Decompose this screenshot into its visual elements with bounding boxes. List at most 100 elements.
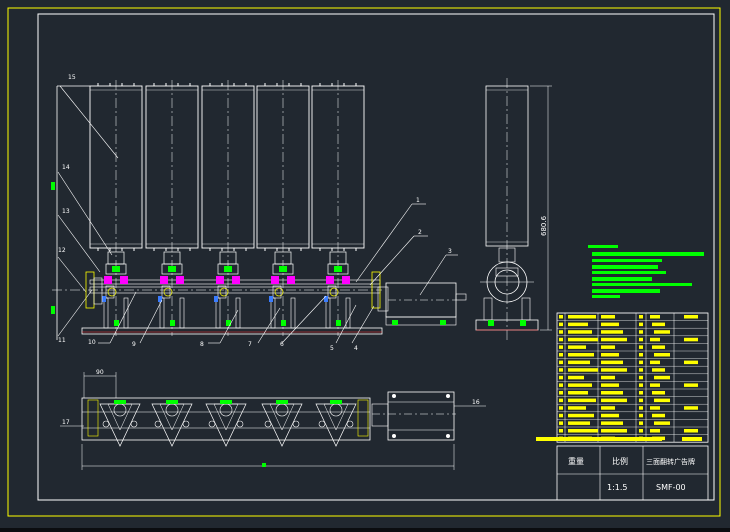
panel-3 [201, 80, 255, 336]
bom-qty-9 [639, 383, 643, 387]
bom-name-6 [601, 360, 623, 365]
inner-border [37, 13, 715, 501]
bom-code-2 [568, 330, 592, 334]
panel-4 [256, 80, 310, 336]
bom-no-10 [559, 391, 563, 395]
bom-name-1 [601, 322, 619, 327]
bom-qty-7 [639, 368, 643, 372]
bom-code-11 [568, 398, 596, 403]
bom-no-7 [559, 368, 563, 372]
bom-qty-11 [639, 398, 643, 403]
bom-note-15 [684, 429, 698, 433]
bom-name-12 [601, 406, 615, 410]
bom-no-11 [559, 398, 563, 403]
bom-mat-14 [654, 421, 670, 425]
plan-unit-2 [151, 400, 193, 447]
drawing-name: 三面翻转广告牌 [646, 457, 695, 466]
balloon-5: 5 [330, 345, 334, 352]
gear-units [102, 251, 351, 329]
scale-label: 比例 [612, 456, 628, 466]
bom-qty-4 [639, 345, 643, 349]
balloon-17: 17 [62, 419, 70, 426]
balloon-6: 6 [280, 341, 284, 348]
bom-mat-8 [654, 375, 670, 380]
bom-qty-3 [639, 337, 643, 342]
bom-mat-6 [650, 360, 660, 365]
bom-name-3 [601, 337, 627, 342]
balloon-7: 7 [248, 341, 252, 348]
bom-mat-12 [650, 406, 660, 410]
bom-header-bar-2 [682, 437, 702, 441]
bom-code-6 [568, 360, 590, 365]
bom-no-14 [559, 421, 563, 425]
bom-note-0 [684, 315, 698, 319]
bom-name-9 [601, 383, 619, 387]
plan-unit-3 [205, 400, 247, 447]
bom-no-9 [559, 383, 563, 387]
balloon-4: 4 [354, 345, 358, 352]
bom-mat-0 [650, 315, 660, 319]
bom-name-10 [601, 391, 623, 395]
bom-code-14 [568, 421, 590, 425]
bom-qty-2 [639, 330, 643, 334]
plan-unit-5 [315, 400, 357, 447]
balloon-12: 12 [58, 247, 66, 254]
bom-mat-7 [652, 368, 665, 372]
bom-no-3 [559, 337, 563, 342]
bom-name-0 [601, 315, 615, 319]
bom-no-5 [559, 353, 563, 357]
balloon-1: 1 [416, 197, 420, 204]
plan-view: 90 17 16 [60, 369, 486, 470]
side-view: 680.6 [475, 78, 552, 340]
balloon-11: 11 [58, 337, 66, 344]
plan-unit-1 [99, 400, 141, 447]
bom-code-12 [568, 406, 586, 410]
bom-code-15 [568, 429, 598, 433]
bill-of-materials [536, 312, 709, 443]
bom-no-13 [559, 413, 563, 418]
bom-header-bar [536, 437, 662, 441]
bom-no-0 [559, 315, 563, 319]
gear-unit-5 [324, 251, 351, 329]
bom-mat-1 [652, 322, 665, 327]
bom-name-4 [601, 345, 615, 349]
balloon-13: 13 [62, 208, 70, 215]
bom-code-7 [568, 368, 598, 372]
gear-unit-3 [214, 251, 241, 329]
outer-border [7, 7, 721, 517]
gear-unit-4 [269, 251, 296, 329]
bom-note-12 [684, 406, 698, 410]
bom-no-12 [559, 406, 563, 410]
gear-unit-2 [158, 251, 185, 329]
front-view [51, 80, 467, 340]
bom-code-9 [568, 383, 592, 387]
bom-mat-2 [654, 330, 670, 334]
bom-qty-12 [639, 406, 643, 410]
technical-notes [588, 245, 704, 298]
height-dimension: 680.6 [540, 215, 548, 236]
bom-no-1 [559, 322, 563, 327]
bom-no-6 [559, 360, 563, 365]
bom-code-3 [568, 337, 598, 342]
bom-code-1 [568, 322, 588, 327]
bom-mat-9 [650, 383, 660, 387]
bom-mat-15 [650, 429, 660, 433]
drawing-number: SMF-00 [656, 483, 686, 492]
bom-code-10 [568, 391, 588, 395]
bom-qty-0 [639, 315, 643, 319]
bom-note-6 [684, 360, 698, 365]
bom-name-2 [601, 330, 623, 334]
bom-no-8 [559, 375, 563, 380]
bom-no-4 [559, 345, 563, 349]
advertising-panels [89, 80, 365, 336]
balloon-3: 3 [448, 248, 452, 255]
balloon-15: 15 [68, 74, 76, 81]
bom-qty-10 [639, 391, 643, 395]
balloon-10: 10 [88, 339, 96, 346]
bom-name-14 [601, 421, 623, 425]
bom-mat-4 [652, 345, 665, 349]
bom-mat-3 [650, 337, 660, 342]
bom-code-5 [568, 353, 594, 357]
